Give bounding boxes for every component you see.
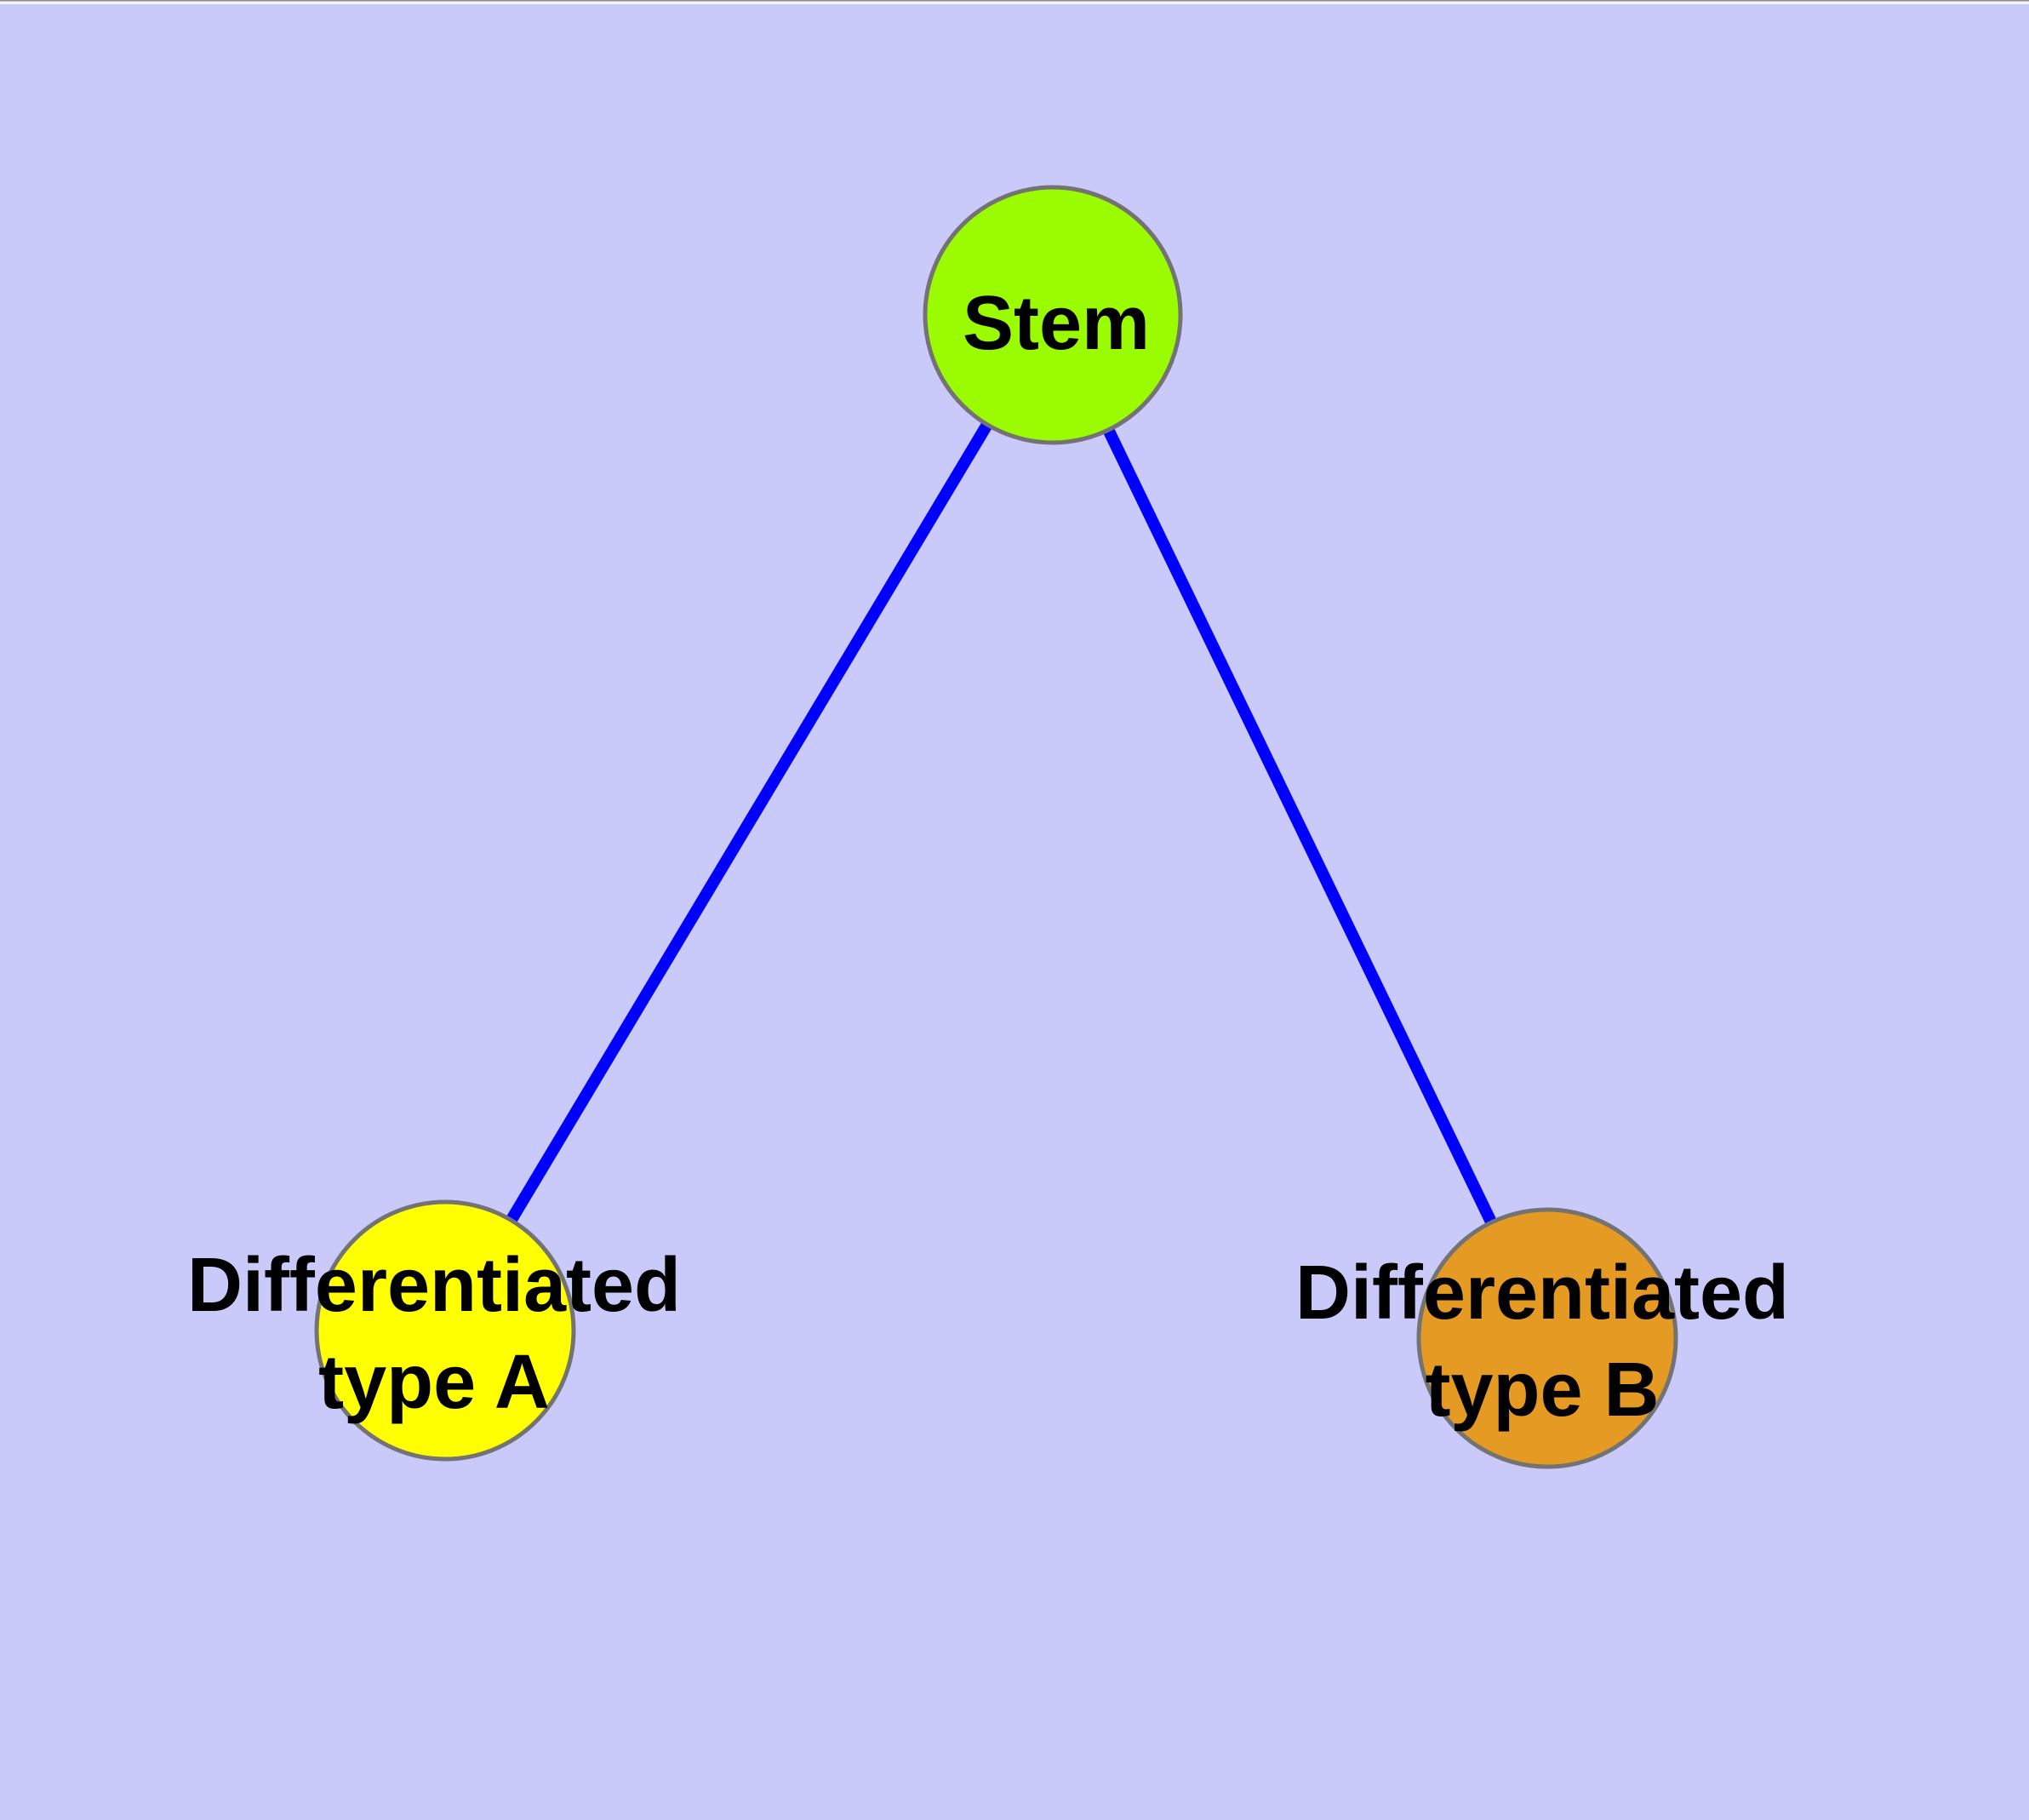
node-stem-circle xyxy=(923,185,1183,445)
node-differentiated-type-a-label: Differentiated type A xyxy=(187,1243,681,1425)
edge-stem-to-differentiated-type-b xyxy=(1047,312,1553,1342)
node-differentiated-type-a-label-line-1: Differentiated xyxy=(187,1243,681,1328)
node-stem-label: Stem xyxy=(963,281,1150,366)
node-differentiated-type-b-label-line-1: Differentiated xyxy=(1295,1251,1789,1336)
node-differentiated-type-a-label-line-2: type A xyxy=(318,1340,550,1425)
node-stem-label-line-1: Stem xyxy=(963,281,1150,366)
edge-stem-to-differentiated-type-a xyxy=(439,312,1059,1334)
node-differentiated-type-b-label-line-2: type B xyxy=(1425,1348,1659,1433)
node-differentiated-type-b-circle xyxy=(1416,1207,1678,1469)
node-differentiated-type-b-label: Differentiated type B xyxy=(1295,1251,1789,1433)
node-differentiated-type-a-circle xyxy=(314,1199,576,1462)
top-edge-strip xyxy=(0,0,2029,4)
top-edge-line xyxy=(0,0,2029,2)
